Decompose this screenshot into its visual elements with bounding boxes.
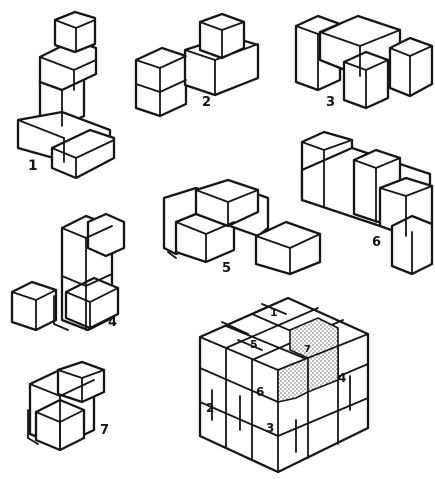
cube-label-3: 3 <box>266 421 274 435</box>
piece-5-label: 5 <box>222 261 231 276</box>
piece-2-drawing <box>136 14 258 116</box>
cube-label-6: 6 <box>256 385 264 399</box>
piece-5-drawing <box>164 180 320 274</box>
piece-2-label: 2 <box>202 95 211 110</box>
piece-3-label: 3 <box>326 95 335 110</box>
piece-3-drawing <box>296 16 432 108</box>
cube-label-2: 2 <box>206 401 214 415</box>
cube-label-4: 4 <box>338 371 346 385</box>
piece-7-label: 7 <box>100 423 109 438</box>
piece-7-drawing <box>28 362 104 450</box>
piece-1-drawing <box>18 12 114 178</box>
piece-6-drawing <box>302 132 432 274</box>
cube-label-7: 7 <box>304 344 311 355</box>
piece-4-drawing <box>12 214 124 330</box>
piece-1-label: 1 <box>28 158 38 174</box>
cube-label-top: 1 <box>270 306 278 319</box>
piece-6-label: 6 <box>372 235 381 250</box>
cube-label-5: 5 <box>250 338 258 351</box>
piece-4-label: 4 <box>108 315 117 330</box>
